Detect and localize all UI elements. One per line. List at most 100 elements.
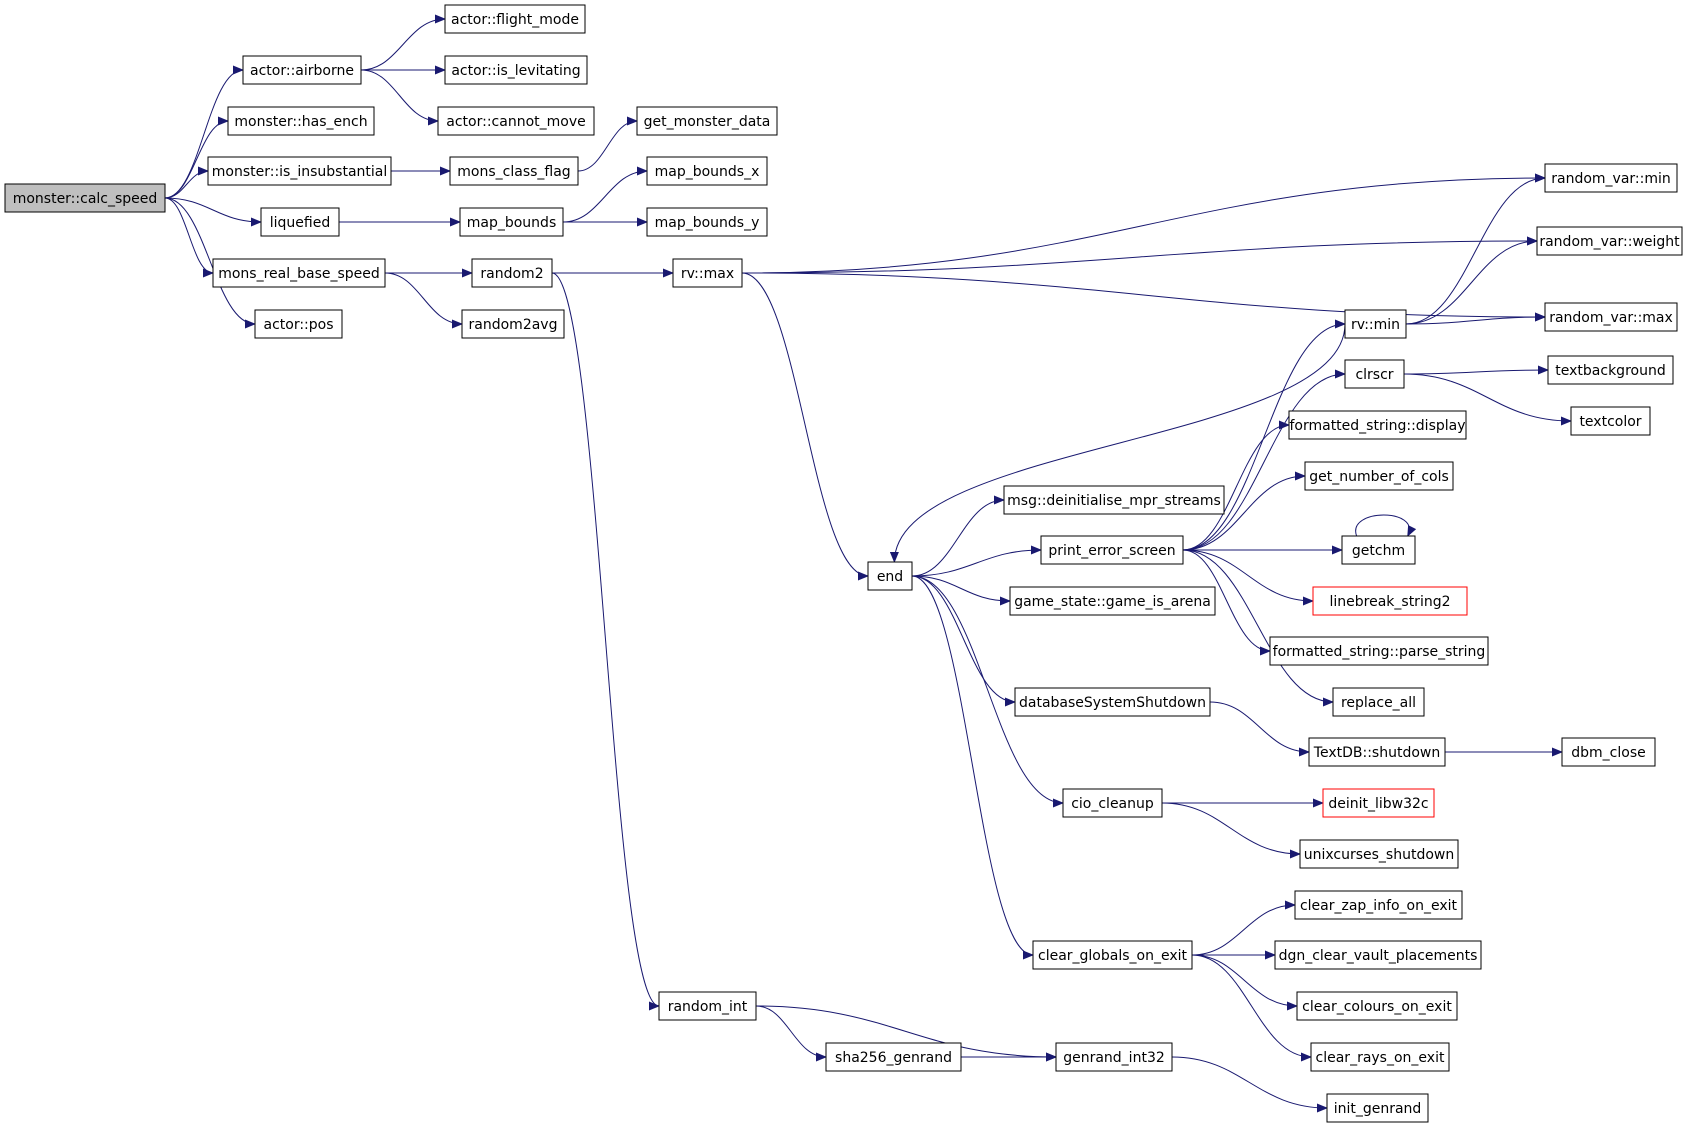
graph-node[interactable]: databaseSystemShutdown: [1014, 687, 1211, 717]
node-box: [242, 55, 362, 85]
graph-node[interactable]: msg::deinitialise_mpr_streams: [1003, 485, 1225, 515]
node-label: random2avg: [469, 317, 558, 333]
node-label: actor::pos: [263, 317, 333, 333]
node-label: monster::has_ench: [234, 114, 367, 130]
graph-node[interactable]: monster::calc_speed: [4, 183, 166, 213]
graph-node[interactable]: replace_all: [1332, 687, 1425, 717]
graph-node[interactable]: sha256_genrand: [825, 1042, 962, 1072]
graph-node[interactable]: cio_cleanup: [1062, 788, 1163, 818]
graph-node[interactable]: get_number_of_cols: [1304, 461, 1454, 491]
graph-node[interactable]: mons_real_base_speed: [212, 258, 386, 288]
graph-node[interactable]: clrscr: [1344, 359, 1405, 389]
node-box: [1014, 687, 1211, 717]
edge-n21-n19: [1405, 236, 1538, 325]
node-box: [1009, 586, 1216, 616]
graph-node[interactable]: unixcurses_shutdown: [1299, 839, 1459, 869]
graph-node[interactable]: clear_rays_on_exit: [1310, 1042, 1450, 1072]
node-box: [1062, 788, 1163, 818]
edges-layer: [164, 14, 1572, 1113]
edge-n28-n35: [1182, 549, 1334, 707]
node-box: [672, 258, 743, 288]
graph-node[interactable]: genrand_int32: [1055, 1042, 1173, 1072]
graph-node[interactable]: deinit_libw32c: [1322, 788, 1435, 818]
graph-node[interactable]: end: [867, 561, 913, 591]
graph-node[interactable]: liquefied: [260, 207, 340, 237]
graph-node[interactable]: random_var::weight: [1536, 226, 1683, 256]
node-label: liquefied: [270, 215, 330, 231]
node-box: [1055, 1042, 1173, 1072]
node-box: [1269, 636, 1489, 666]
graph-node[interactable]: clear_globals_on_exit: [1032, 940, 1193, 970]
graph-node[interactable]: random_var::max: [1544, 302, 1678, 332]
graph-node[interactable]: linebreak_string2: [1312, 586, 1468, 616]
graph-node[interactable]: formatted_string::display: [1288, 410, 1467, 440]
node-label: random_var::max: [1549, 310, 1673, 326]
graph-node[interactable]: textcolor: [1570, 406, 1651, 436]
edge-n22-n24: [1403, 373, 1572, 426]
node-box: [646, 156, 768, 186]
graph-node[interactable]: actor::pos: [254, 309, 343, 339]
node-box: [1299, 839, 1459, 869]
edge-n8-n6: [577, 116, 638, 172]
edge-n15-n20: [741, 272, 1546, 322]
node-label: msg::deinitialise_mpr_streams: [1007, 493, 1221, 509]
graph-node[interactable]: map_bounds_x: [646, 156, 768, 186]
graph-node[interactable]: game_state::game_is_arena: [1009, 586, 1216, 616]
node-label: map_bounds_y: [655, 215, 760, 231]
node-label: clrscr: [1355, 367, 1393, 383]
graph-node[interactable]: monster::has_ench: [227, 106, 375, 136]
graph-node[interactable]: print_error_screen: [1040, 535, 1184, 565]
node-label: sha256_genrand: [835, 1050, 952, 1066]
node-label: clear_colours_on_exit: [1302, 999, 1452, 1015]
graph-node[interactable]: map_bounds_y: [646, 207, 768, 237]
node-label: map_bounds: [467, 215, 556, 231]
edge-n1-n4: [360, 69, 439, 126]
graph-node[interactable]: random_var::min: [1544, 163, 1678, 193]
graph-node[interactable]: mons_class_flag: [449, 156, 579, 186]
graph-node[interactable]: random_int: [658, 991, 757, 1021]
node-label: actor::cannot_move: [446, 114, 585, 130]
graph-node[interactable]: rv::max: [672, 258, 743, 288]
edge-n0-n7: [164, 166, 209, 199]
graph-node[interactable]: clear_colours_on_exit: [1296, 991, 1458, 1021]
graph-node[interactable]: map_bounds: [459, 207, 564, 237]
graph-node[interactable]: random2: [471, 258, 553, 288]
graph-node[interactable]: formatted_string::parse_string: [1269, 636, 1489, 666]
graph-node[interactable]: actor::airborne: [242, 55, 362, 85]
graph-node[interactable]: actor::is_levitating: [444, 55, 588, 85]
node-box: [254, 309, 343, 339]
node-label: init_genrand: [1334, 1101, 1422, 1117]
graph-node[interactable]: actor::flight_mode: [444, 4, 586, 34]
edge-n15-n30: [741, 272, 869, 581]
graph-node[interactable]: monster::is_insubstantial: [207, 156, 392, 186]
node-label: get_number_of_cols: [1309, 469, 1449, 485]
node-box: [461, 309, 565, 339]
graph-node[interactable]: dgn_clear_vault_placements: [1274, 940, 1482, 970]
graph-node[interactable]: get_monster_data: [636, 106, 778, 136]
edge-n30-n28: [911, 545, 1042, 577]
edge-n29-n29: [1355, 514, 1417, 537]
graph-node[interactable]: clear_zap_info_on_exit: [1294, 890, 1463, 920]
graph-node[interactable]: textbackground: [1547, 355, 1674, 385]
edge-n1-n2: [360, 14, 446, 71]
edge-n42-n45: [1191, 954, 1298, 1011]
edge-n34-n36: [1209, 701, 1310, 757]
edge-n15-n18: [741, 173, 1546, 274]
edge-n0-n5: [164, 116, 229, 199]
node-box: [1003, 485, 1225, 515]
node-label: mons_real_base_speed: [218, 266, 380, 282]
graph-node[interactable]: dbm_close: [1561, 737, 1656, 767]
graph-node[interactable]: random2avg: [461, 309, 565, 339]
graph-node[interactable]: init_genrand: [1326, 1093, 1429, 1123]
graph-node[interactable]: actor::cannot_move: [437, 106, 595, 136]
graph-node[interactable]: TextDB::shutdown: [1308, 737, 1446, 767]
edge-n21-n30: [889, 323, 1346, 563]
node-label: dgn_clear_vault_placements: [1279, 948, 1478, 964]
node-label: formatted_string::display: [1289, 418, 1465, 434]
graph-node[interactable]: rv::min: [1344, 309, 1407, 339]
edge-n21-n20: [1405, 312, 1546, 325]
node-label: end: [877, 569, 903, 585]
graph-node[interactable]: getchm: [1341, 535, 1416, 565]
node-box: [867, 561, 913, 591]
